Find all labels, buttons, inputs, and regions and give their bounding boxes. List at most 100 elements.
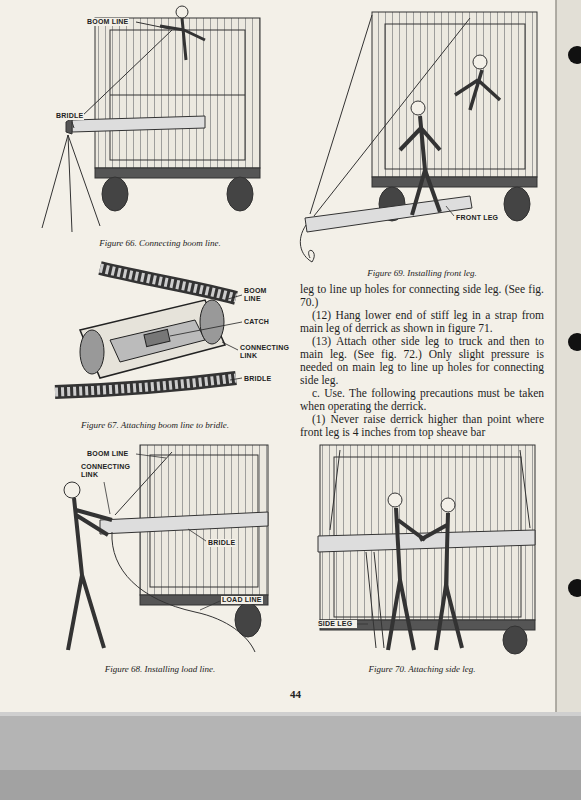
figure-70 [520,450,530,528]
figure-70 [420,513,462,650]
figure-66 [95,168,260,178]
figure-70 [388,493,402,507]
figure-69 [446,206,454,216]
figure-68 [188,529,206,541]
figure-67 [55,268,242,392]
figure-68 [104,482,110,514]
figure-67 [222,342,238,350]
figure-68 [136,454,166,458]
figure-67 [200,300,224,344]
figure-70 [318,445,535,654]
figure-66 [136,22,170,29]
figure-67 [80,330,104,374]
page-edge [568,333,581,351]
scan-background [0,712,581,800]
figure-69 [314,18,470,216]
figure-67 [100,268,236,298]
figure-67 [55,378,236,392]
body-text: c. Use. The following precautions must b… [300,387,544,413]
figure-68 [112,532,255,652]
callout-label: BOOM LINE [86,18,129,26]
figure-70 [388,508,425,650]
figure-67 [110,320,205,362]
figure-67 [170,295,242,380]
figure-67 [80,300,225,378]
figure-66 [72,122,74,128]
figure-69 [473,55,487,69]
callout-label: CONNECTING LINK [80,463,132,479]
figure-67 [144,329,170,346]
figure-66 [160,18,205,60]
figure-68 [115,452,172,515]
figure-70 [503,626,527,654]
figure-67 [230,378,242,380]
figure-69 [372,177,537,187]
body-text: (13) Attach other side leg to truck and … [300,335,544,387]
figure-68 [200,601,220,610]
callout-label: BRIDLE [55,112,84,120]
figure-caption: Figure 69. Installing front leg. [300,268,544,279]
callout-label: CONNECTING LINK [239,344,293,360]
scan-background [0,712,581,800]
figure-66 [72,116,205,132]
callout-label: BOOM LINE [243,287,279,303]
callout-label: LOAD LINE [221,596,263,604]
figure-66 [176,6,188,18]
body-text: leg to line up holes for connecting side… [300,283,544,309]
figure-69 [385,24,525,169]
figure-caption: Figure 66. Connecting boom line. [40,238,280,249]
callout-label: BOOM LINE [86,450,129,458]
figure-67 [100,268,236,298]
figure-69 [300,225,314,262]
scan-background [0,770,581,800]
body-text: (1) Never raise derrick higher than poin… [300,413,544,439]
figure-70 [366,552,384,648]
figure-70 [441,498,455,512]
figure-69 [305,196,472,232]
figure-66 [80,30,172,118]
figure-69 [455,70,500,110]
body-text: (12) Hang lower end of stiff leg in a st… [300,309,544,335]
figure-67 [228,295,242,299]
callout-label: BRIDLE [207,539,236,547]
figure-66 [66,118,72,134]
callout-label: FRONT LEG [455,214,499,222]
figure-68 [64,445,268,652]
figure-69 [400,116,440,215]
page-edge [568,579,581,597]
page-edge [555,0,557,712]
page-edge [556,0,581,712]
figure-67 [170,322,242,336]
figure-70 [318,530,535,552]
figure-66 [102,177,128,211]
figure-69 [372,12,537,177]
page-edge [568,46,581,64]
figure-caption: Figure 70. Attaching side leg. [300,664,544,675]
figure-66 [110,30,245,160]
figure-caption: Figure 67. Attaching boom line to bridle… [20,420,290,431]
figure-66 [42,6,260,232]
text-column: leg to line up holes for connecting side… [300,283,544,439]
figure-70 [330,450,340,530]
figure-66 [227,177,253,211]
figure-68 [64,482,80,498]
figure-66 [110,95,245,96]
figure-67 [55,378,236,392]
callout-label: SIDE LEG [317,620,357,628]
figure-70 [356,624,368,625]
figure-66 [42,135,100,232]
callout-label: BRIDLE [243,375,272,383]
figure-69 [504,187,530,221]
scan-background [0,712,581,716]
page-number: 44 [290,688,301,700]
figure-68 [100,512,268,534]
figure-66 [95,18,260,168]
figure-69 [300,12,537,262]
page-edge [556,0,581,712]
figure-caption: Figure 68. Installing load line. [40,664,280,675]
figure-69 [310,15,372,214]
figure-69 [411,101,425,115]
callout-label: CATCH [243,318,270,326]
